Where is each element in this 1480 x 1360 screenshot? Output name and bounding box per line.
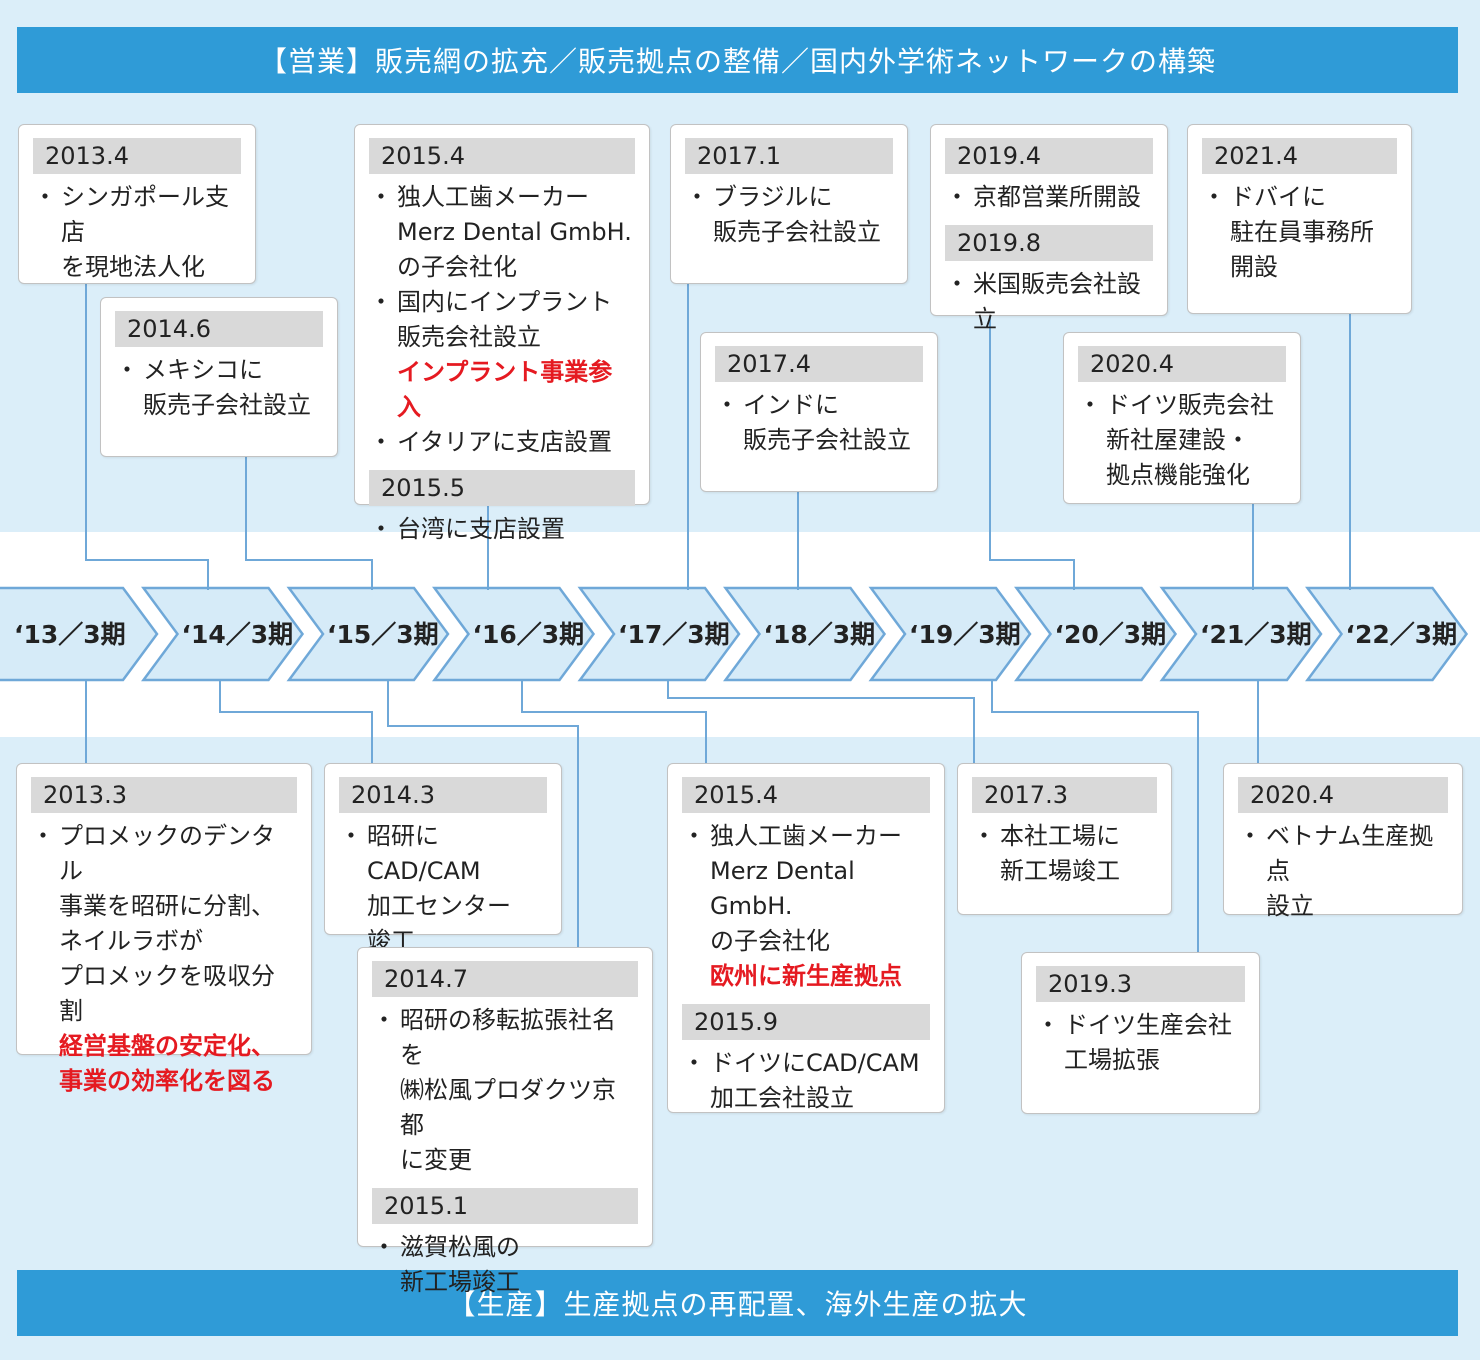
event-date: 2020.4 <box>1238 777 1448 813</box>
event-item: 独人工歯メーカー Merz Dental GmbH. の子会社化 <box>369 180 635 285</box>
period-label: ‘16／3期 <box>472 620 585 649</box>
event-date: 2015.1 <box>372 1188 638 1224</box>
event-date: 2014.6 <box>115 311 323 347</box>
event-item: 京都営業所開設 <box>945 180 1153 215</box>
connector-sales-2014-6 <box>245 457 373 590</box>
event-item: 昭研にCAD/CAM 加工センター 竣工 <box>339 819 547 959</box>
period-label: ‘13／3期 <box>14 620 126 649</box>
event-item: ドバイに 駐在員事務所 開設 <box>1202 180 1397 285</box>
production-card-2015-4: 2015.4 独人工歯メーカー Merz Dental GmbH. の子会社化欧州… <box>667 763 945 1113</box>
period-label: ‘19／3期 <box>909 620 1021 649</box>
production-card-2019-3: 2019.3 ドイツ生産会社 工場拡張 <box>1021 952 1260 1114</box>
event-highlight: 欧州に新生産拠点 <box>710 962 902 990</box>
period-arrow <box>286 586 450 682</box>
event-date: 2017.3 <box>972 777 1157 813</box>
event-item: 本社工場に 新工場竣工 <box>972 819 1157 889</box>
event-item: ブラジルに 販売子会社設立 <box>685 180 893 250</box>
event-highlight: 経営基盤の安定化、 事業の効率化を図る <box>59 1032 275 1095</box>
period-arrow <box>1014 586 1178 682</box>
event-date: 2014.7 <box>372 961 638 997</box>
period-arrow <box>0 586 159 682</box>
period-arrow <box>432 586 596 682</box>
event-item: 独人工歯メーカー Merz Dental GmbH. の子会社化 <box>682 819 930 959</box>
event-date: 2017.1 <box>685 138 893 174</box>
period-arrow <box>577 586 741 682</box>
period-arrow <box>1159 586 1323 682</box>
event-date: 2013.4 <box>33 138 241 174</box>
event-item: インドに 販売子会社設立 <box>715 388 923 458</box>
event-date: 2019.4 <box>945 138 1153 174</box>
period-label: ‘22／3期 <box>1345 620 1458 649</box>
period-arrow <box>141 586 305 682</box>
production-banner: 【生産】生産拠点の再配置、海外生産の拡大 <box>17 1270 1458 1336</box>
period-label: ‘14／3期 <box>181 620 294 649</box>
event-item: 台湾に支店設置 <box>369 512 635 547</box>
period-arrow <box>723 586 887 682</box>
event-date: 2019.3 <box>1036 966 1245 1002</box>
period-label: ‘17／3期 <box>618 620 730 649</box>
production-card-2014-7: 2014.7昭研の移転拡張社名を ㈱松風プロダクツ京都 に変更2015.1滋賀松… <box>357 947 653 1296</box>
event-date: 2017.4 <box>715 346 923 382</box>
period-arrow <box>1305 586 1469 682</box>
event-date: 2020.4 <box>1078 346 1286 382</box>
event-item: ドイツにCAD/CAM 加工会社設立 <box>682 1046 930 1116</box>
sales-card-2017-4: 2017.4 インドに 販売子会社設立 <box>700 332 938 492</box>
sales-card-2015-4: 2015.4 独人工歯メーカー Merz Dental GmbH. の子会社化国内… <box>354 124 650 547</box>
connector-prod-2015-4 <box>521 680 707 763</box>
period-arrow <box>868 586 1032 682</box>
event-item: ドイツ生産会社 工場拡張 <box>1036 1008 1245 1078</box>
event-item: メキシコに 販売子会社設立 <box>115 353 323 423</box>
event-item: 国内にインプラント 販売会社設立 <box>369 285 635 355</box>
period-label: ‘20／3期 <box>1054 620 1167 649</box>
event-item: シンガポール支店 を現地法人化 <box>33 180 241 285</box>
period-label: ‘21／3期 <box>1200 620 1312 649</box>
sales-card-2014-6: 2014.6 メキシコに 販売子会社設立 <box>100 297 338 457</box>
connector-prod-2014-3 <box>219 680 373 763</box>
sales-card-2020-4: 2020.4 ドイツ販売会社 新社屋建設・ 拠点機能強化 <box>1063 332 1301 504</box>
event-item: プロメックのデンタル 事業を昭研に分割、 ネイルラボが プロメックを吸収分割 <box>31 819 297 1029</box>
event-date: 2015.4 <box>682 777 930 813</box>
connector-sales-2013-4 <box>85 284 209 590</box>
event-date: 2021.4 <box>1202 138 1397 174</box>
period-label: ‘15／3期 <box>327 620 439 649</box>
event-item: 米国販売会社設立 <box>945 267 1153 337</box>
sales-banner: 【営業】販売網の拡充／販売拠点の整備／国内外学術ネットワークの構築 <box>17 27 1458 93</box>
connector-prod-2019-3 <box>991 680 1199 952</box>
event-item: ベトナム生産拠点 設立 <box>1238 819 1448 924</box>
sales-card-2021-4: 2021.4 ドバイに 駐在員事務所 開設 <box>1187 124 1412 314</box>
sales-card-2013-4: 2013.4 シンガポール支店 を現地法人化 <box>18 124 256 284</box>
period-label: ‘18／3期 <box>763 620 876 649</box>
event-date: 2013.3 <box>31 777 297 813</box>
event-highlight: インプラント事業参入 <box>397 358 613 421</box>
event-date: 2014.3 <box>339 777 547 813</box>
event-date: 2015.9 <box>682 1004 930 1040</box>
event-date: 2019.8 <box>945 225 1153 261</box>
sales-card-2019-4: 2019.4京都営業所開設2019.8米国販売会社設立 <box>930 124 1168 333</box>
connector-sales-2019-4 <box>989 316 1075 590</box>
event-date: 2015.4 <box>369 138 635 174</box>
event-item: イタリアに支店設置 <box>369 425 635 460</box>
production-card-2013-3: 2013.3 プロメックのデンタル 事業を昭研に分割、 ネイルラボが プロメックを… <box>16 763 312 1095</box>
event-item: 昭研の移転拡張社名を ㈱松風プロダクツ京都 に変更 <box>372 1003 638 1178</box>
sales-card-2017-1: 2017.1 ブラジルに 販売子会社設立 <box>670 124 908 284</box>
event-date: 2015.5 <box>369 470 635 506</box>
event-item: ドイツ販売会社 新社屋建設・ 拠点機能強化 <box>1078 388 1286 493</box>
production-card-2014-3: 2014.3昭研にCAD/CAM 加工センター 竣工 <box>324 763 562 955</box>
connector-prod-2014-7 <box>387 680 579 947</box>
event-item: 滋賀松風の 新工場竣工 <box>372 1230 638 1300</box>
production-card-2017-3: 2017.3 本社工場に 新工場竣工 <box>957 763 1172 915</box>
connector-prod-2017-3 <box>667 680 975 763</box>
production-card-2020-4: 2020.4ベトナム生産拠点 設立 <box>1223 763 1463 920</box>
